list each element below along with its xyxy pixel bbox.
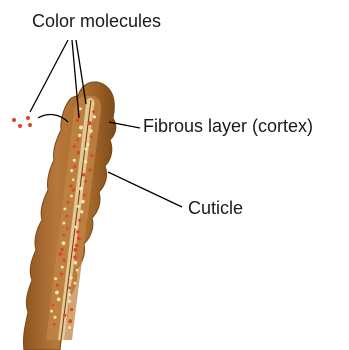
pigment-dot [63,259,66,262]
pigment-dot [73,145,77,149]
pigment-dot [88,121,92,125]
cuticle-label: Cuticle [188,199,243,217]
pigment-dot [79,187,83,191]
pigment-dot [76,269,79,272]
pigment-dot [54,316,57,319]
pigment-dot [79,126,83,130]
pigment-dot [60,272,63,275]
pigment-dot [68,319,72,323]
pigment-dot [93,115,96,118]
pigment-dot [77,237,81,241]
pigment-dot [52,304,55,307]
pigment-dot [79,107,82,110]
loose-molecule [26,116,30,120]
pigment-dot [67,201,70,204]
pigment-dot [89,129,93,133]
pigment-dot [69,276,72,279]
color-molecules-label: Color molecules [32,12,161,30]
pigment-dot [54,277,57,280]
pigment-dot [56,284,59,287]
pigment-dot [73,159,76,162]
pigment-dot [57,298,61,302]
pigment-dot [73,255,77,259]
pigment-dot [60,248,63,251]
pigment-dot [66,227,69,230]
pigment-dot [70,308,73,311]
pigment-dot [73,248,77,252]
pigment-dot [84,160,88,164]
pigment-dot [90,135,93,138]
pigment-dot [50,310,53,313]
pigment-dot [76,230,79,233]
pigment-dot [74,226,77,229]
pigment-dot [72,188,76,192]
pigment-dot [80,210,83,213]
pigment-dot [55,291,59,295]
pigment-dot [74,282,77,285]
pigment-dot [62,241,66,245]
leader-color-outside [30,40,68,112]
pigment-dot [74,261,78,265]
pigment-dot [70,169,73,172]
pigment-dot [77,151,81,155]
pigment-dot [83,194,86,197]
leader-cuticle [108,172,182,207]
pigment-dot [78,219,81,222]
pigment-dot [62,234,65,237]
loose-molecule [18,124,22,128]
loose-molecule [28,123,32,127]
pigment-dot [62,222,65,225]
pigment-dot [78,134,81,137]
pigment-dot [77,205,80,208]
pigment-dot [76,139,79,142]
pigment-dot [61,266,64,269]
pigment-dot [85,147,88,150]
pigment-dot [53,323,56,326]
pigment-dot [86,143,89,146]
pigment-dot [81,200,85,204]
pigment-dot [64,208,67,211]
pigment-dot [63,314,66,317]
pigment-dot [92,110,95,113]
pigment-dot [70,195,73,198]
loose-molecule [12,118,16,122]
pigment-dot [59,252,63,256]
pigment-dot [88,168,92,172]
loose-color-molecules [12,116,32,128]
pigment-dot [72,178,75,181]
pigment-dot [69,184,72,187]
pigment-dot [73,165,77,169]
pigment-dot [75,244,79,248]
pigment-dot [82,173,86,177]
cortex-label: Fibrous layer (cortex) [143,117,313,135]
pigment-dot [68,287,71,290]
pigment-dot [68,300,71,303]
pigment-dot [84,180,87,183]
pigment-dot [90,154,93,157]
pigment-dot [68,293,71,296]
pigment-dot [76,119,79,122]
pigment-dot [65,215,68,218]
pigment-dot [68,326,71,329]
